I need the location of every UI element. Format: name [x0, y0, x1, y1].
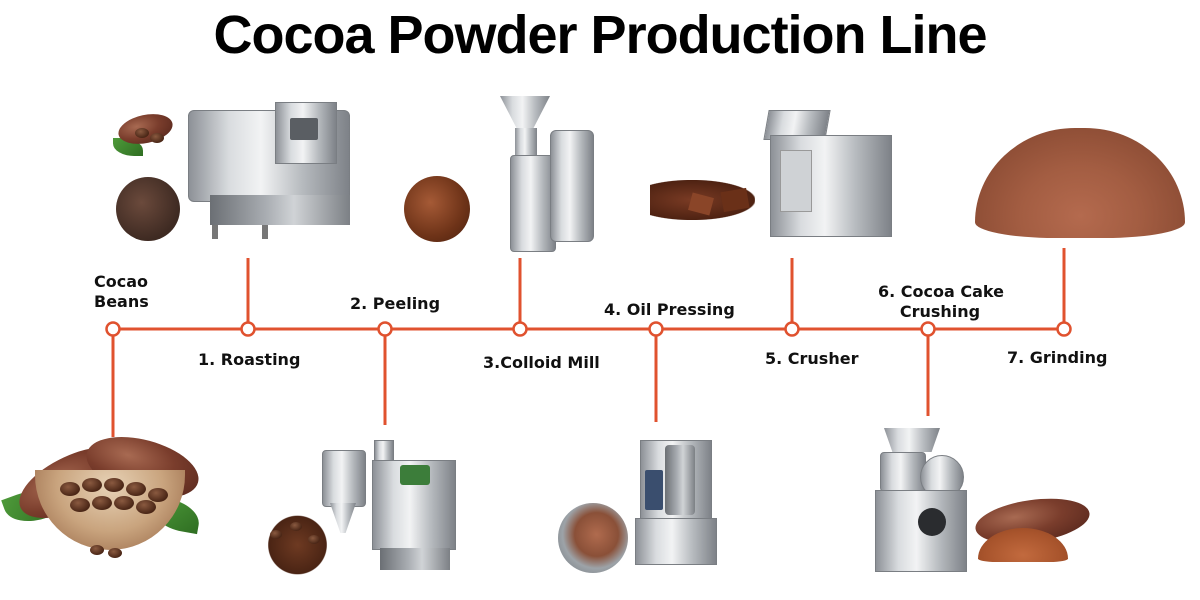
label-line: Cocao — [94, 272, 149, 291]
node-roasting — [240, 321, 256, 337]
label-line: 6. Cocoa Cake — [878, 282, 1004, 301]
grinder-hopper — [884, 428, 940, 452]
roasted-beans-thumbnail — [116, 177, 180, 241]
label-colloid-mill: 3.Colloid Mill — [483, 353, 600, 372]
label-cocoa-beans: Cocao Beans — [94, 272, 149, 312]
chocolate-paste-thumbnail — [404, 176, 470, 242]
node-peeling — [377, 321, 393, 337]
node-colloid-mill — [512, 321, 528, 337]
label-crusher: 5. Crusher — [765, 349, 859, 368]
cocoa-butter-thumbnail — [558, 503, 628, 573]
colloid-mill-body — [510, 155, 556, 252]
label-oil-pressing: 4. Oil Pressing — [604, 300, 735, 319]
label-peeling: 2. Peeling — [350, 294, 441, 313]
node-cocoa-beans — [105, 321, 121, 337]
node-crusher — [784, 321, 800, 337]
label-line: Beans — [94, 292, 149, 311]
roaster-base — [210, 195, 350, 225]
node-cake-crushing — [920, 321, 936, 337]
label-grinding: 7. Grinding — [1007, 348, 1108, 367]
node-oil-pressing — [648, 321, 664, 337]
node-grinding — [1056, 321, 1072, 337]
peeling-cyclone — [322, 450, 366, 507]
oil-press-base — [635, 518, 717, 565]
label-cocoa-cake-crushing: 6. Cocoa Cake Crushing — [878, 282, 1004, 322]
colloid-motor — [550, 130, 594, 242]
diagram-title: Cocoa Powder Production Line — [213, 5, 987, 65]
label-roasting: 1. Roasting — [198, 350, 301, 369]
label-line: Crushing — [899, 302, 981, 321]
oil-press-control-panel — [645, 470, 663, 510]
